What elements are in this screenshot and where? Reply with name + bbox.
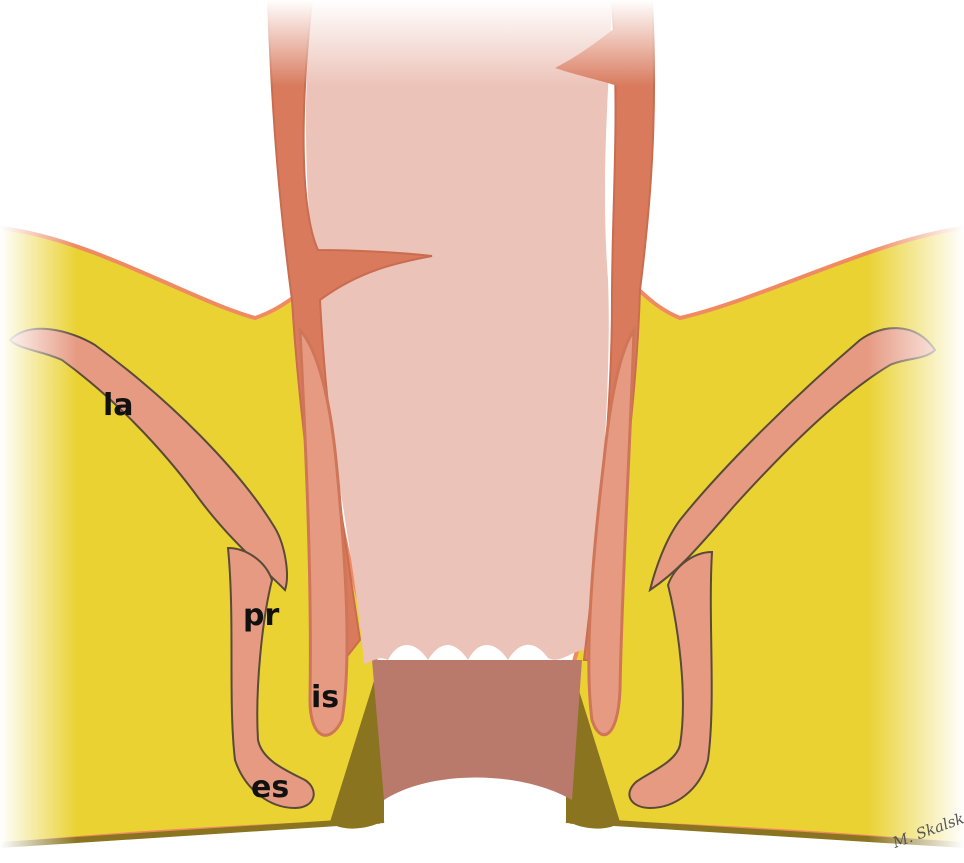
label-la: la [103,388,134,423]
label-es: es [251,770,289,805]
label-pr: pr [243,598,279,633]
label-is: is [311,680,339,715]
